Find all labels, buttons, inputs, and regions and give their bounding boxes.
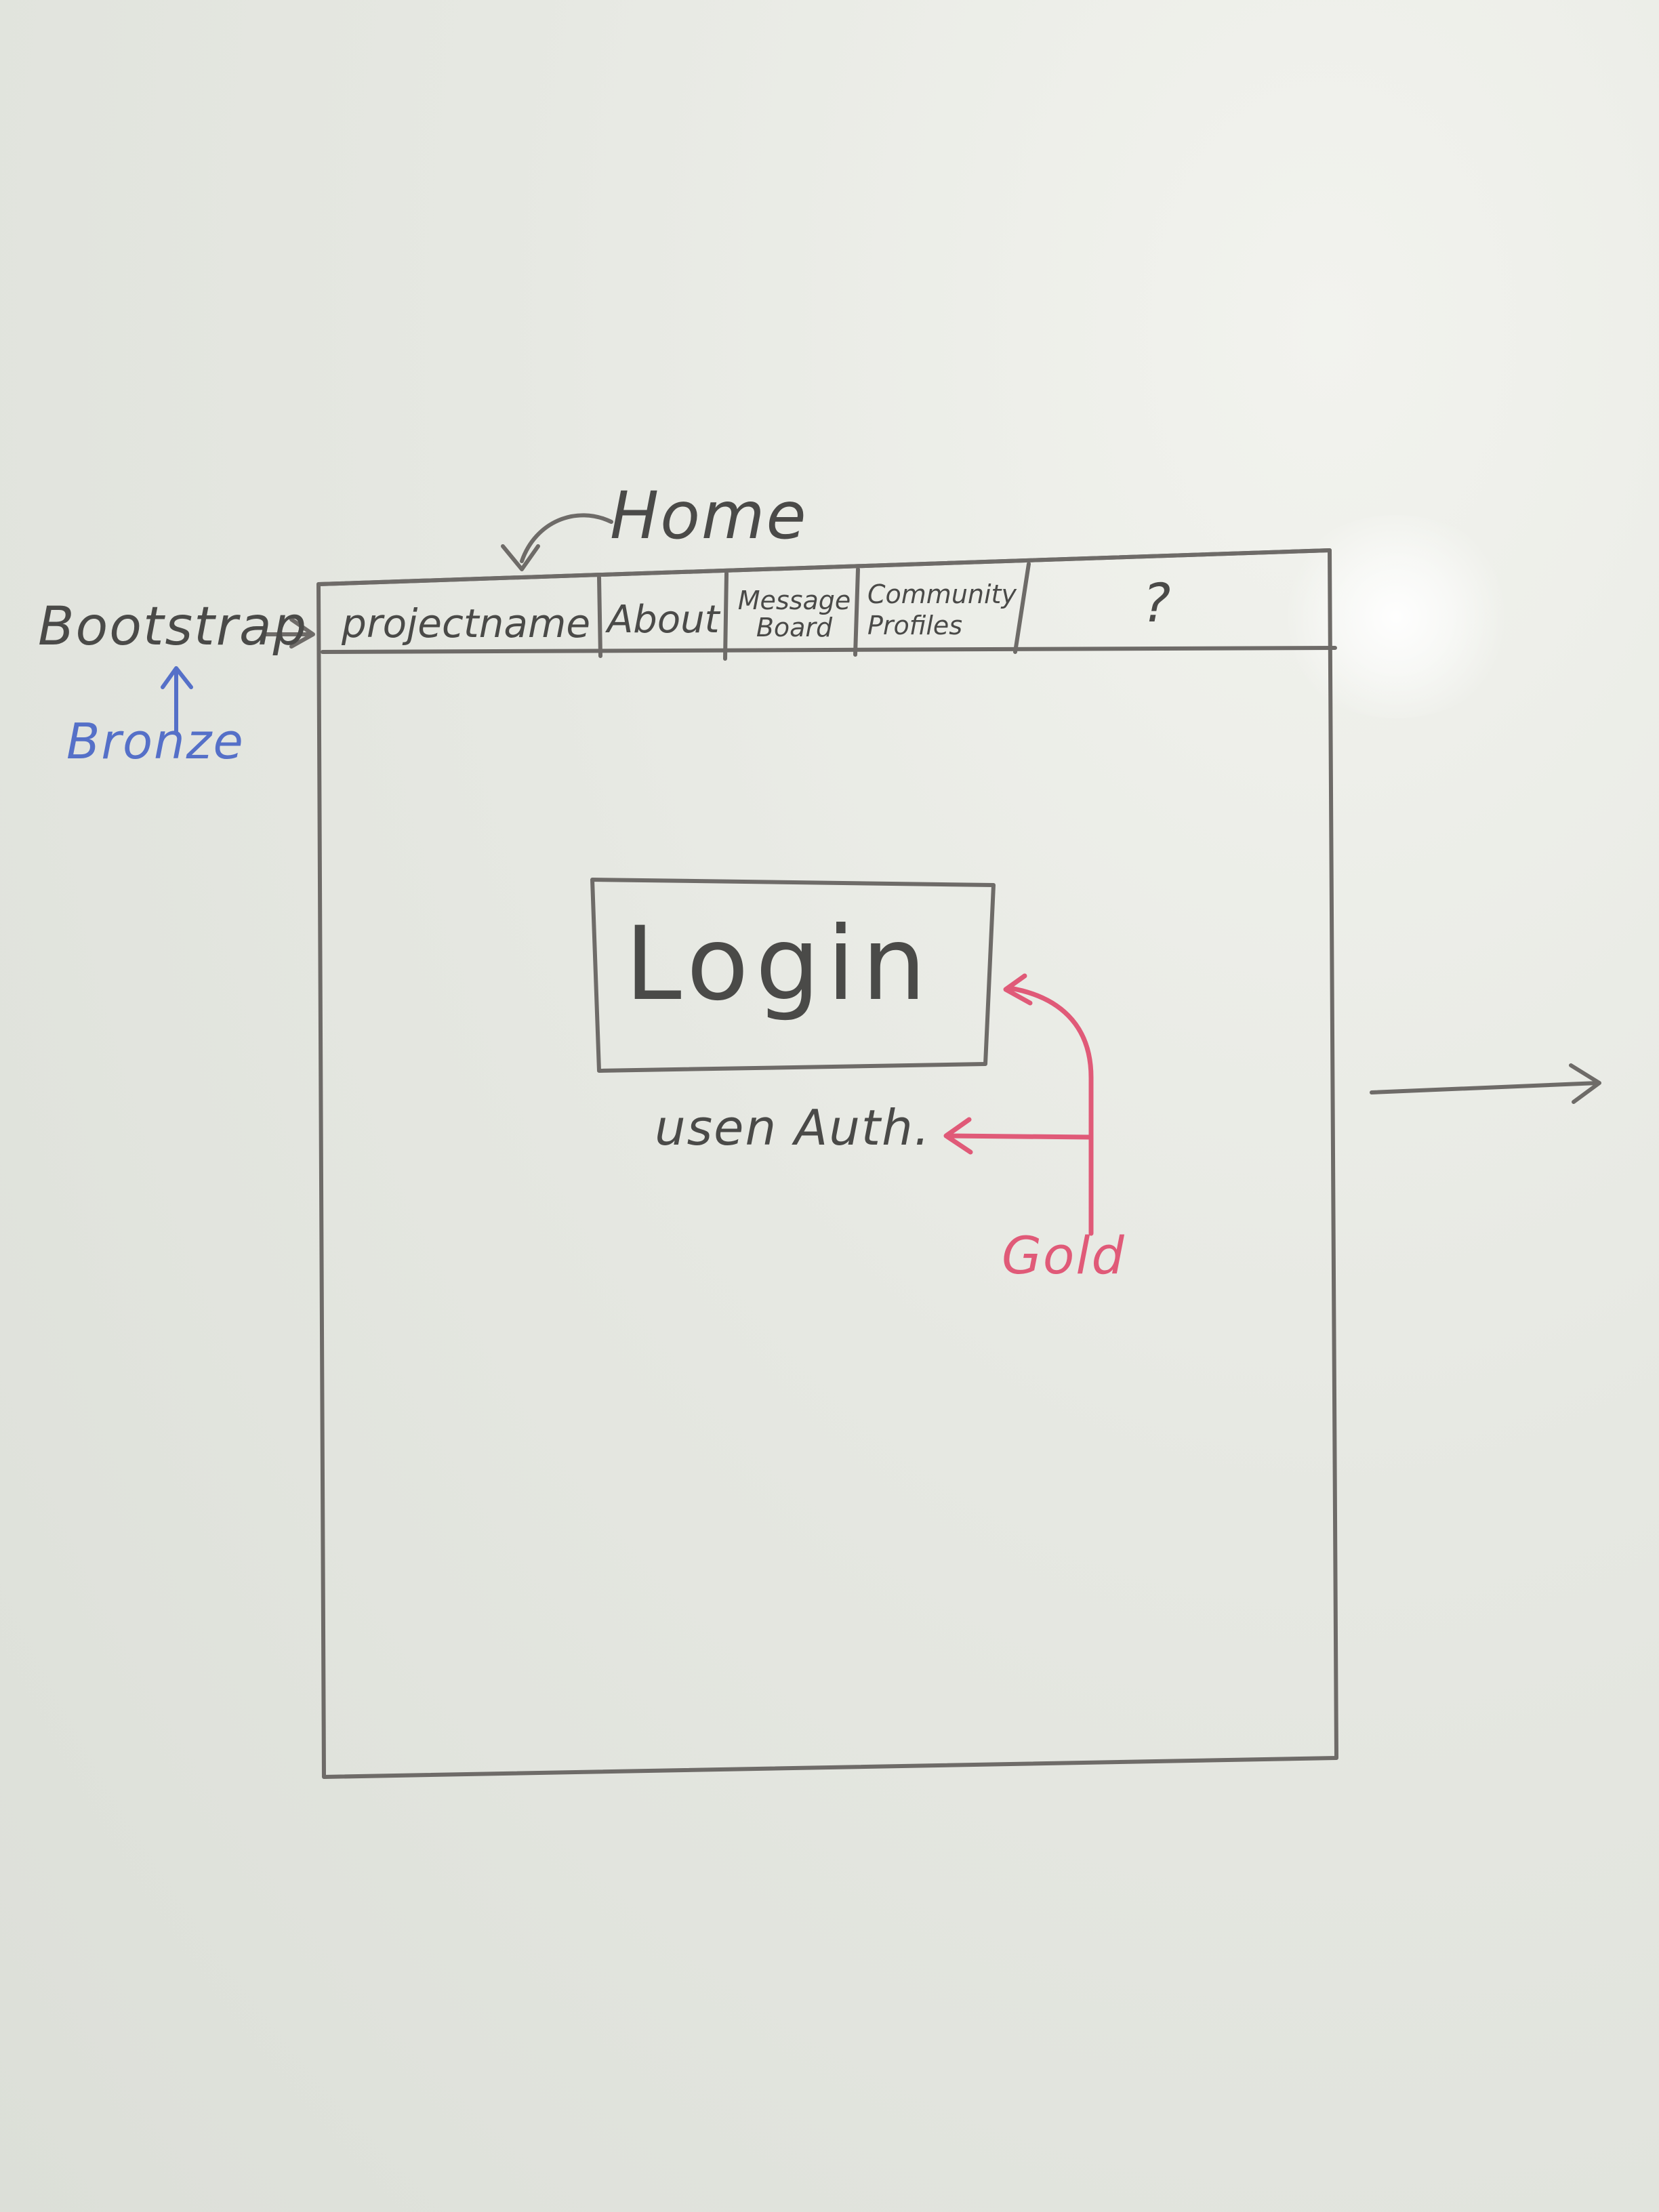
bronze-arrow	[161, 666, 193, 734]
bronze-label: Bronze	[66, 713, 245, 770]
bootstrap-label: Bootstrap	[38, 596, 308, 657]
navbar-outline	[316, 548, 1337, 654]
gold-label: Gold	[1002, 1225, 1126, 1286]
gold-arrow-auth	[943, 1117, 1094, 1155]
nav-separator	[597, 575, 602, 658]
gold-arrow-head-login	[1003, 973, 1033, 1006]
login-button[interactable]: Login	[625, 905, 933, 1023]
home-label: Home	[610, 478, 808, 554]
bootstrap-arrow	[264, 617, 315, 649]
nav-separator	[853, 567, 860, 657]
login-box-outline	[590, 878, 996, 1073]
user-auth-label: usen Auth.	[655, 1099, 931, 1156]
nav-separator	[1013, 562, 1031, 654]
home-arrow	[520, 513, 613, 563]
nav-community-line2: Profiles	[867, 611, 963, 640]
nav-community-profiles[interactable]: Community Profiles	[867, 579, 1017, 641]
nav-unknown-item[interactable]: ?	[1143, 573, 1172, 634]
gold-arrow-stem	[1007, 985, 1094, 1236]
nav-community-line1: Community	[867, 579, 1017, 609]
home-arrow-head	[501, 544, 540, 571]
next-page-arrow	[1370, 1063, 1601, 1104]
nav-separator	[723, 571, 729, 661]
nav-message-board-line2: Board	[756, 613, 833, 642]
page-outline	[316, 548, 1338, 1779]
nav-message-board[interactable]: Message Board	[736, 587, 853, 641]
nav-about[interactable]: About	[607, 598, 720, 642]
nav-message-board-line1: Message	[737, 586, 851, 615]
nav-project-name[interactable]: projectname	[342, 600, 591, 647]
